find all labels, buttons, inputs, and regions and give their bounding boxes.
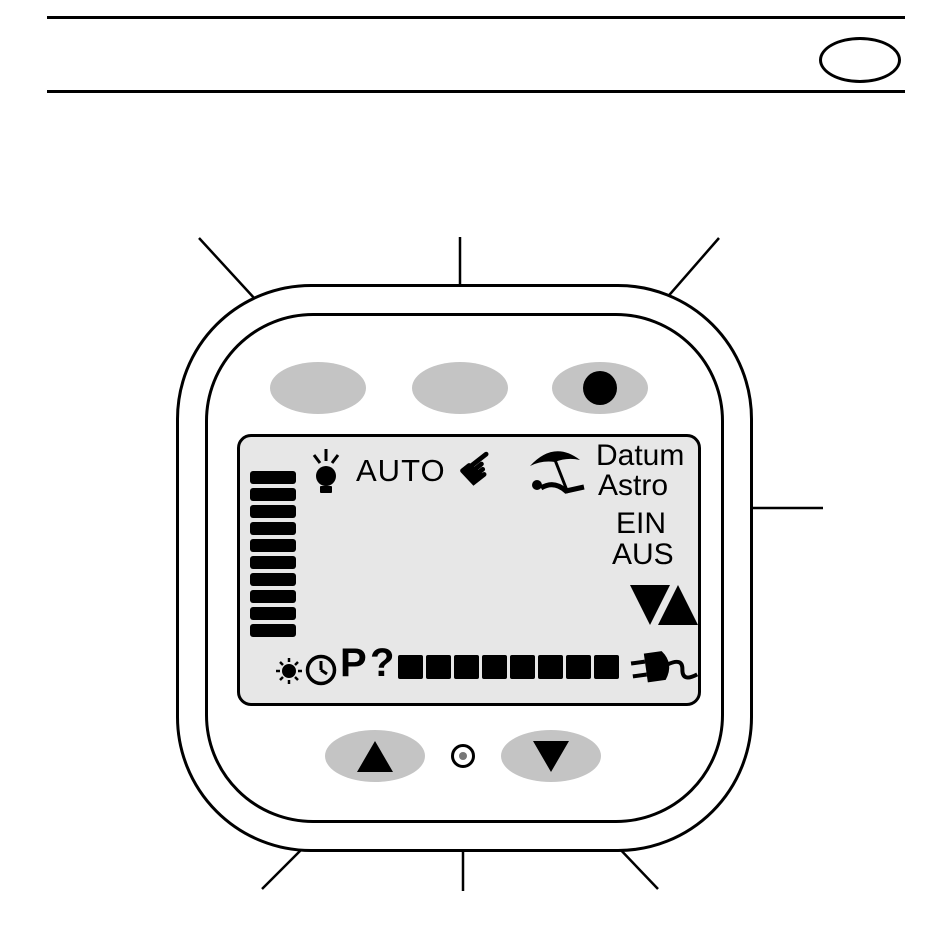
level-bar xyxy=(250,488,296,501)
level-bar xyxy=(250,556,296,569)
up-arrow-icon xyxy=(658,585,698,625)
segment-block xyxy=(482,655,507,679)
level-bar xyxy=(250,573,296,586)
reset-hole xyxy=(451,744,475,768)
up-arrow-icon xyxy=(357,740,393,772)
clock-icon xyxy=(305,654,337,686)
level-bar xyxy=(250,471,296,484)
level-bar xyxy=(250,624,296,637)
segment-block xyxy=(594,655,619,679)
record-dot-icon xyxy=(583,371,617,405)
segment-block xyxy=(426,655,451,679)
astro-label: Astro xyxy=(598,469,669,502)
level-bar xyxy=(250,522,296,535)
device-display: AUTO ☛ Datum Astro EIN AUS xyxy=(237,434,701,706)
segment-block xyxy=(566,655,591,679)
plus-button xyxy=(325,730,425,782)
level-bar xyxy=(250,607,296,620)
level-bar xyxy=(250,505,296,518)
top-button-left xyxy=(270,362,366,414)
level-bar-stack xyxy=(250,471,296,637)
question-label: ? xyxy=(370,641,395,685)
down-arrow-icon xyxy=(533,740,569,772)
ein-label: EIN xyxy=(616,507,667,540)
segment-block xyxy=(510,655,535,679)
plug-icon xyxy=(630,651,698,683)
top-button-middle xyxy=(412,362,508,414)
minus-button xyxy=(501,730,601,782)
lamp-icon xyxy=(312,449,340,493)
page-rule-bottom xyxy=(47,90,905,93)
datum-label: Datum xyxy=(596,439,685,472)
reset-pin-icon xyxy=(459,752,467,760)
night-day-icon xyxy=(254,651,302,691)
vacation-icon xyxy=(530,451,585,494)
top-button-right xyxy=(552,362,648,414)
pointing-hand-icon: ☛ xyxy=(446,434,511,502)
level-bar xyxy=(250,539,296,552)
segment-block xyxy=(538,655,563,679)
segment-block xyxy=(454,655,479,679)
program-label: P xyxy=(340,641,367,685)
aus-label: AUS xyxy=(612,538,674,571)
segment-block xyxy=(398,655,423,679)
level-bar xyxy=(250,590,296,603)
corner-oval xyxy=(819,37,901,83)
override-triangles xyxy=(630,585,698,625)
auto-label: AUTO xyxy=(356,453,446,488)
page-rule-top xyxy=(47,16,905,19)
segment-blocks xyxy=(398,655,619,679)
